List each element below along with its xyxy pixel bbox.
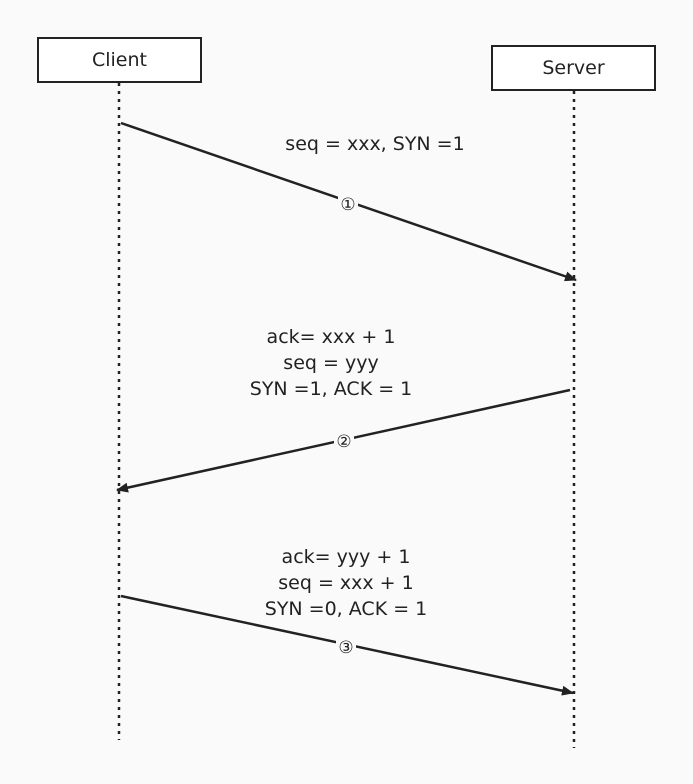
message-2-line-3: SYN =1, ACK = 1 <box>249 378 413 400</box>
message-2-step-number: ② <box>334 432 354 452</box>
message-3-step-number: ③ <box>336 638 356 658</box>
message-1-step-number: ① <box>338 195 358 215</box>
message-3-line-1: ack= yyy + 1 <box>281 546 411 568</box>
message-3-label: ack= yyy + 1 seq = xxx + 1 SYN =0, ACK =… <box>265 544 427 622</box>
message-2-line-1: ack= xxx + 1 <box>266 326 396 348</box>
server-actor-box: Server <box>491 45 656 91</box>
message-1-label: seq = xxx, SYN =1 <box>285 131 464 157</box>
message-2-line-2: seq = yyy <box>283 352 379 374</box>
server-label: Server <box>542 57 605 79</box>
message-3-line-3: SYN =0, ACK = 1 <box>264 598 428 620</box>
message-2-label: ack= xxx + 1 seq = yyy SYN =1, ACK = 1 <box>250 324 412 402</box>
message-1-line-1: seq = xxx, SYN =1 <box>285 133 465 155</box>
client-label: Client <box>91 49 147 71</box>
client-actor-box: Client <box>37 37 202 83</box>
message-3-line-2: seq = xxx + 1 <box>278 572 414 594</box>
